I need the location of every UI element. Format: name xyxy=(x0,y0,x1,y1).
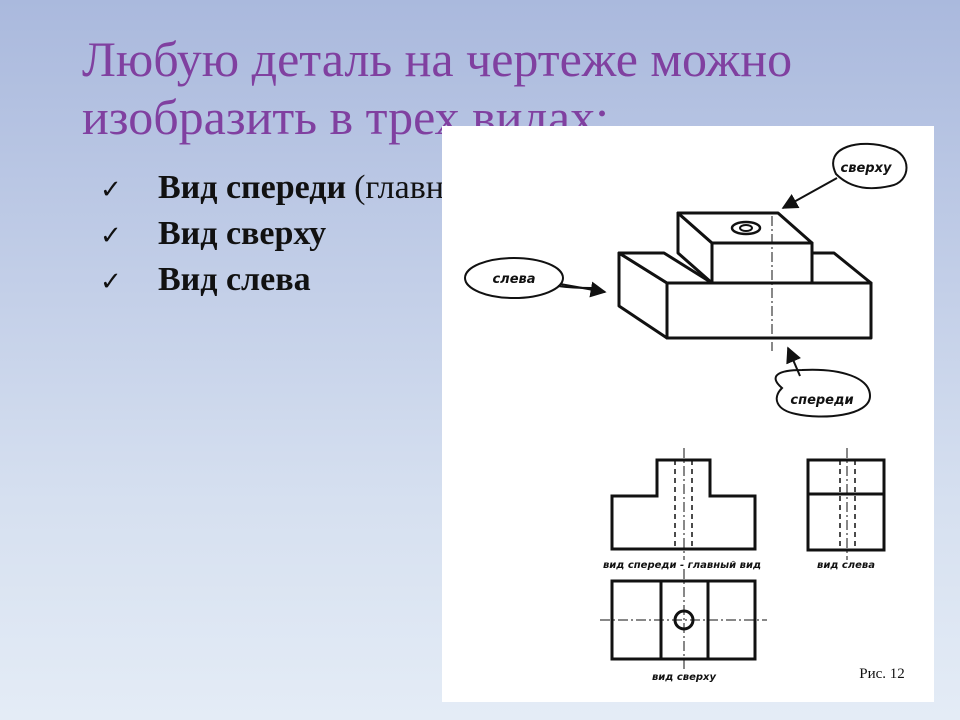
callout-top: сверху xyxy=(781,142,908,209)
technical-drawing: сверху слева спереди вид спереди - главн… xyxy=(442,126,934,702)
callout-front: спереди xyxy=(774,346,872,418)
callout-left: слева xyxy=(464,257,607,299)
bullet-item: ✓ Вид слева xyxy=(100,258,556,304)
bullet-item: ✓ Вид сверху xyxy=(100,212,556,258)
bullet-bold-text: Вид спереди xyxy=(158,169,347,206)
bullet-bold-text: Вид сверху xyxy=(158,215,327,252)
front-view: вид спереди - главный вид xyxy=(603,448,761,571)
left-view: вид слева xyxy=(806,448,886,571)
callout-left-label: слева xyxy=(492,272,535,287)
isometric-part xyxy=(617,211,873,340)
bullet-bold-text: Вид слева xyxy=(158,261,311,298)
callout-front-label: спереди xyxy=(790,393,853,408)
figure-caption: Рис. 12 xyxy=(859,666,905,682)
left-view-label: вид слева xyxy=(817,560,875,571)
callout-top-label: сверху xyxy=(841,161,892,176)
front-view-label: вид спереди - главный вид xyxy=(603,560,761,571)
check-icon: ✓ xyxy=(100,221,122,251)
top-view: вид сверху xyxy=(600,569,767,683)
top-view-label: вид сверху xyxy=(652,672,717,683)
slide-title-line-1: Любую деталь на чертеже можно xyxy=(82,31,793,87)
slide-title: Любую деталь на чертеже можно изобразить… xyxy=(82,30,942,146)
check-icon: ✓ xyxy=(100,175,122,205)
drawing-svg: сверху слева спереди вид спереди - главн… xyxy=(464,142,908,683)
check-icon: ✓ xyxy=(100,267,122,297)
